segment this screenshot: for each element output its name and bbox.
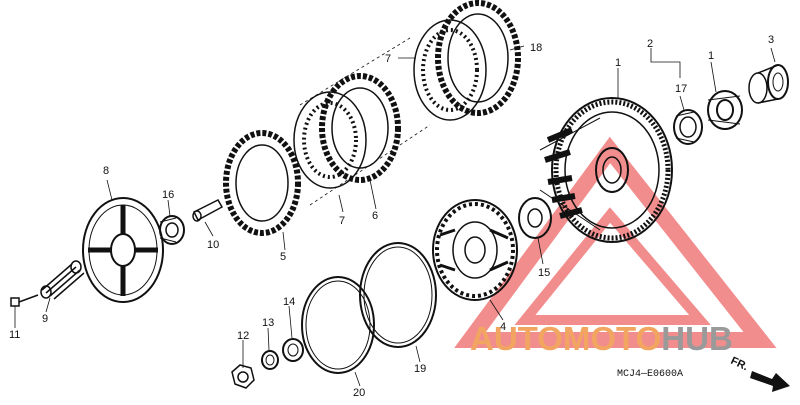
- collar-bushing: [707, 90, 743, 130]
- label-part-6: 6: [372, 210, 378, 222]
- seat-ring: [301, 276, 375, 374]
- label-part-9: 9: [42, 313, 48, 325]
- label-part-18: 18: [530, 42, 542, 54]
- label-part-4: 4: [500, 321, 506, 333]
- label-part-5: 5: [280, 251, 286, 263]
- label-part-11: 11: [9, 329, 20, 341]
- label-part-16: 16: [162, 189, 174, 201]
- label-part-2: 2: [647, 38, 653, 50]
- judder-spring-ring: [359, 242, 437, 348]
- clutch-outer-housing: [539, 97, 673, 243]
- lifter-piece: [192, 199, 224, 222]
- svg-text:AUTOMOTOHUB: AUTOMOTOHUB: [470, 320, 733, 357]
- label-part-17: 17: [675, 83, 687, 95]
- watermark-logo: AUTOMOTOHUB: [470, 320, 733, 357]
- clutch-plate-top: [413, 19, 487, 121]
- label-part-3: 3: [768, 34, 774, 46]
- thrust-washer: [518, 197, 552, 239]
- label-part-1-housing: 1: [615, 57, 621, 69]
- label-part-14: 14: [283, 296, 295, 308]
- washer: [282, 338, 304, 362]
- watermark-triangle: [454, 136, 777, 348]
- label-part-12: 12: [237, 330, 249, 342]
- leader-lines: [14, 45, 776, 387]
- bolt: [10, 294, 39, 307]
- lock-washer: [261, 350, 279, 370]
- clutch-plate-middle: [293, 91, 367, 189]
- release-bearing: [159, 215, 185, 245]
- front-direction-arrow: FR.: [729, 355, 790, 392]
- label-part-8: 8: [103, 165, 109, 177]
- pressure-plate: [82, 197, 164, 303]
- label-part-19: 19: [414, 363, 426, 375]
- label-part-15: 15: [538, 267, 550, 279]
- clutch-spring: [40, 260, 85, 300]
- label-part-7-mid: 7: [339, 215, 345, 227]
- label-part-13: 13: [262, 317, 274, 329]
- friction-disc-outer: [223, 130, 301, 236]
- label-part-7-top: 7: [385, 53, 391, 65]
- diagram-code: MCJ4—E0600A: [617, 369, 683, 380]
- watermark-text-hub: HUB: [661, 320, 733, 357]
- label-part-10: 10: [207, 239, 219, 251]
- label-part-1-collar: 1: [708, 50, 714, 62]
- watermark-text-automoto: AUTOMOTO: [470, 320, 661, 357]
- front-direction-label: FR.: [729, 355, 750, 373]
- lock-nut: [231, 364, 255, 389]
- clutch-center: [432, 199, 518, 301]
- part-number-labels: 1 2 17 1 3 18 7 8 16 10 5 7 6 4 15 9 11 …: [9, 34, 774, 399]
- spacer-sleeve: [748, 64, 789, 104]
- stack-guide-lines: [299, 37, 431, 206]
- needle-bearing: [673, 109, 703, 145]
- label-part-20: 20: [353, 387, 365, 399]
- arrow-icon: [750, 371, 790, 392]
